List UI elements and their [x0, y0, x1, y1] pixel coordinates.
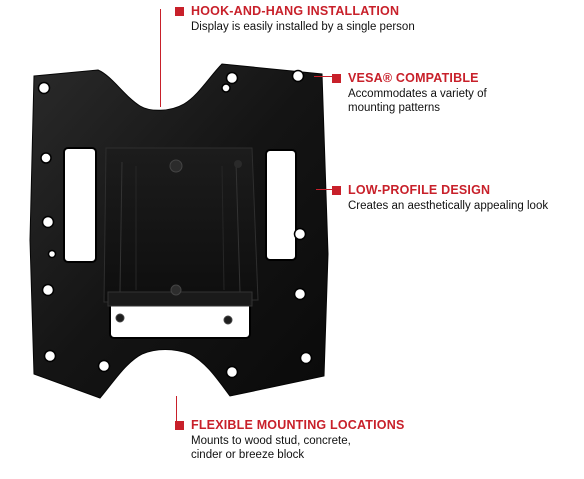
- callout-title: LOW-PROFILE DESIGN: [348, 183, 491, 197]
- bullet-square: [332, 74, 341, 83]
- bullet-square: [175, 7, 184, 16]
- bullet-square: [332, 186, 341, 195]
- bullet-square: [175, 421, 184, 430]
- left-slot: [63, 147, 97, 263]
- right-slot: [265, 149, 297, 261]
- hook-and-hang-leader: [160, 9, 161, 107]
- center-bracket: [103, 147, 259, 303]
- desc-line: cinder or breeze block: [191, 449, 305, 461]
- callout-title: FLEXIBLE MOUNTING LOCATIONS: [191, 418, 405, 432]
- desc-line: Accommodates a variety of: [348, 88, 487, 100]
- mounting-holes: [37, 69, 313, 379]
- desc-line: Mounts to wood stud, concrete,: [191, 435, 351, 447]
- vesa-leader: [314, 76, 334, 77]
- callout-description: Display is easily installed by a single …: [191, 21, 415, 33]
- desc-line: mounting patterns: [348, 102, 441, 114]
- callout-title: VESA® COMPATIBLE: [348, 71, 479, 85]
- flexible-leader: [176, 396, 177, 426]
- low-profile-leader: [316, 189, 334, 190]
- callout-title: HOOK-AND-HANG INSTALLATION: [191, 4, 400, 18]
- callout-description: Accommodates a variety of mounting patte…: [348, 87, 487, 115]
- callout-description: Mounts to wood stud, concrete, cinder or…: [191, 434, 351, 462]
- callout-description: Creates an aesthetically appealing look: [348, 200, 549, 212]
